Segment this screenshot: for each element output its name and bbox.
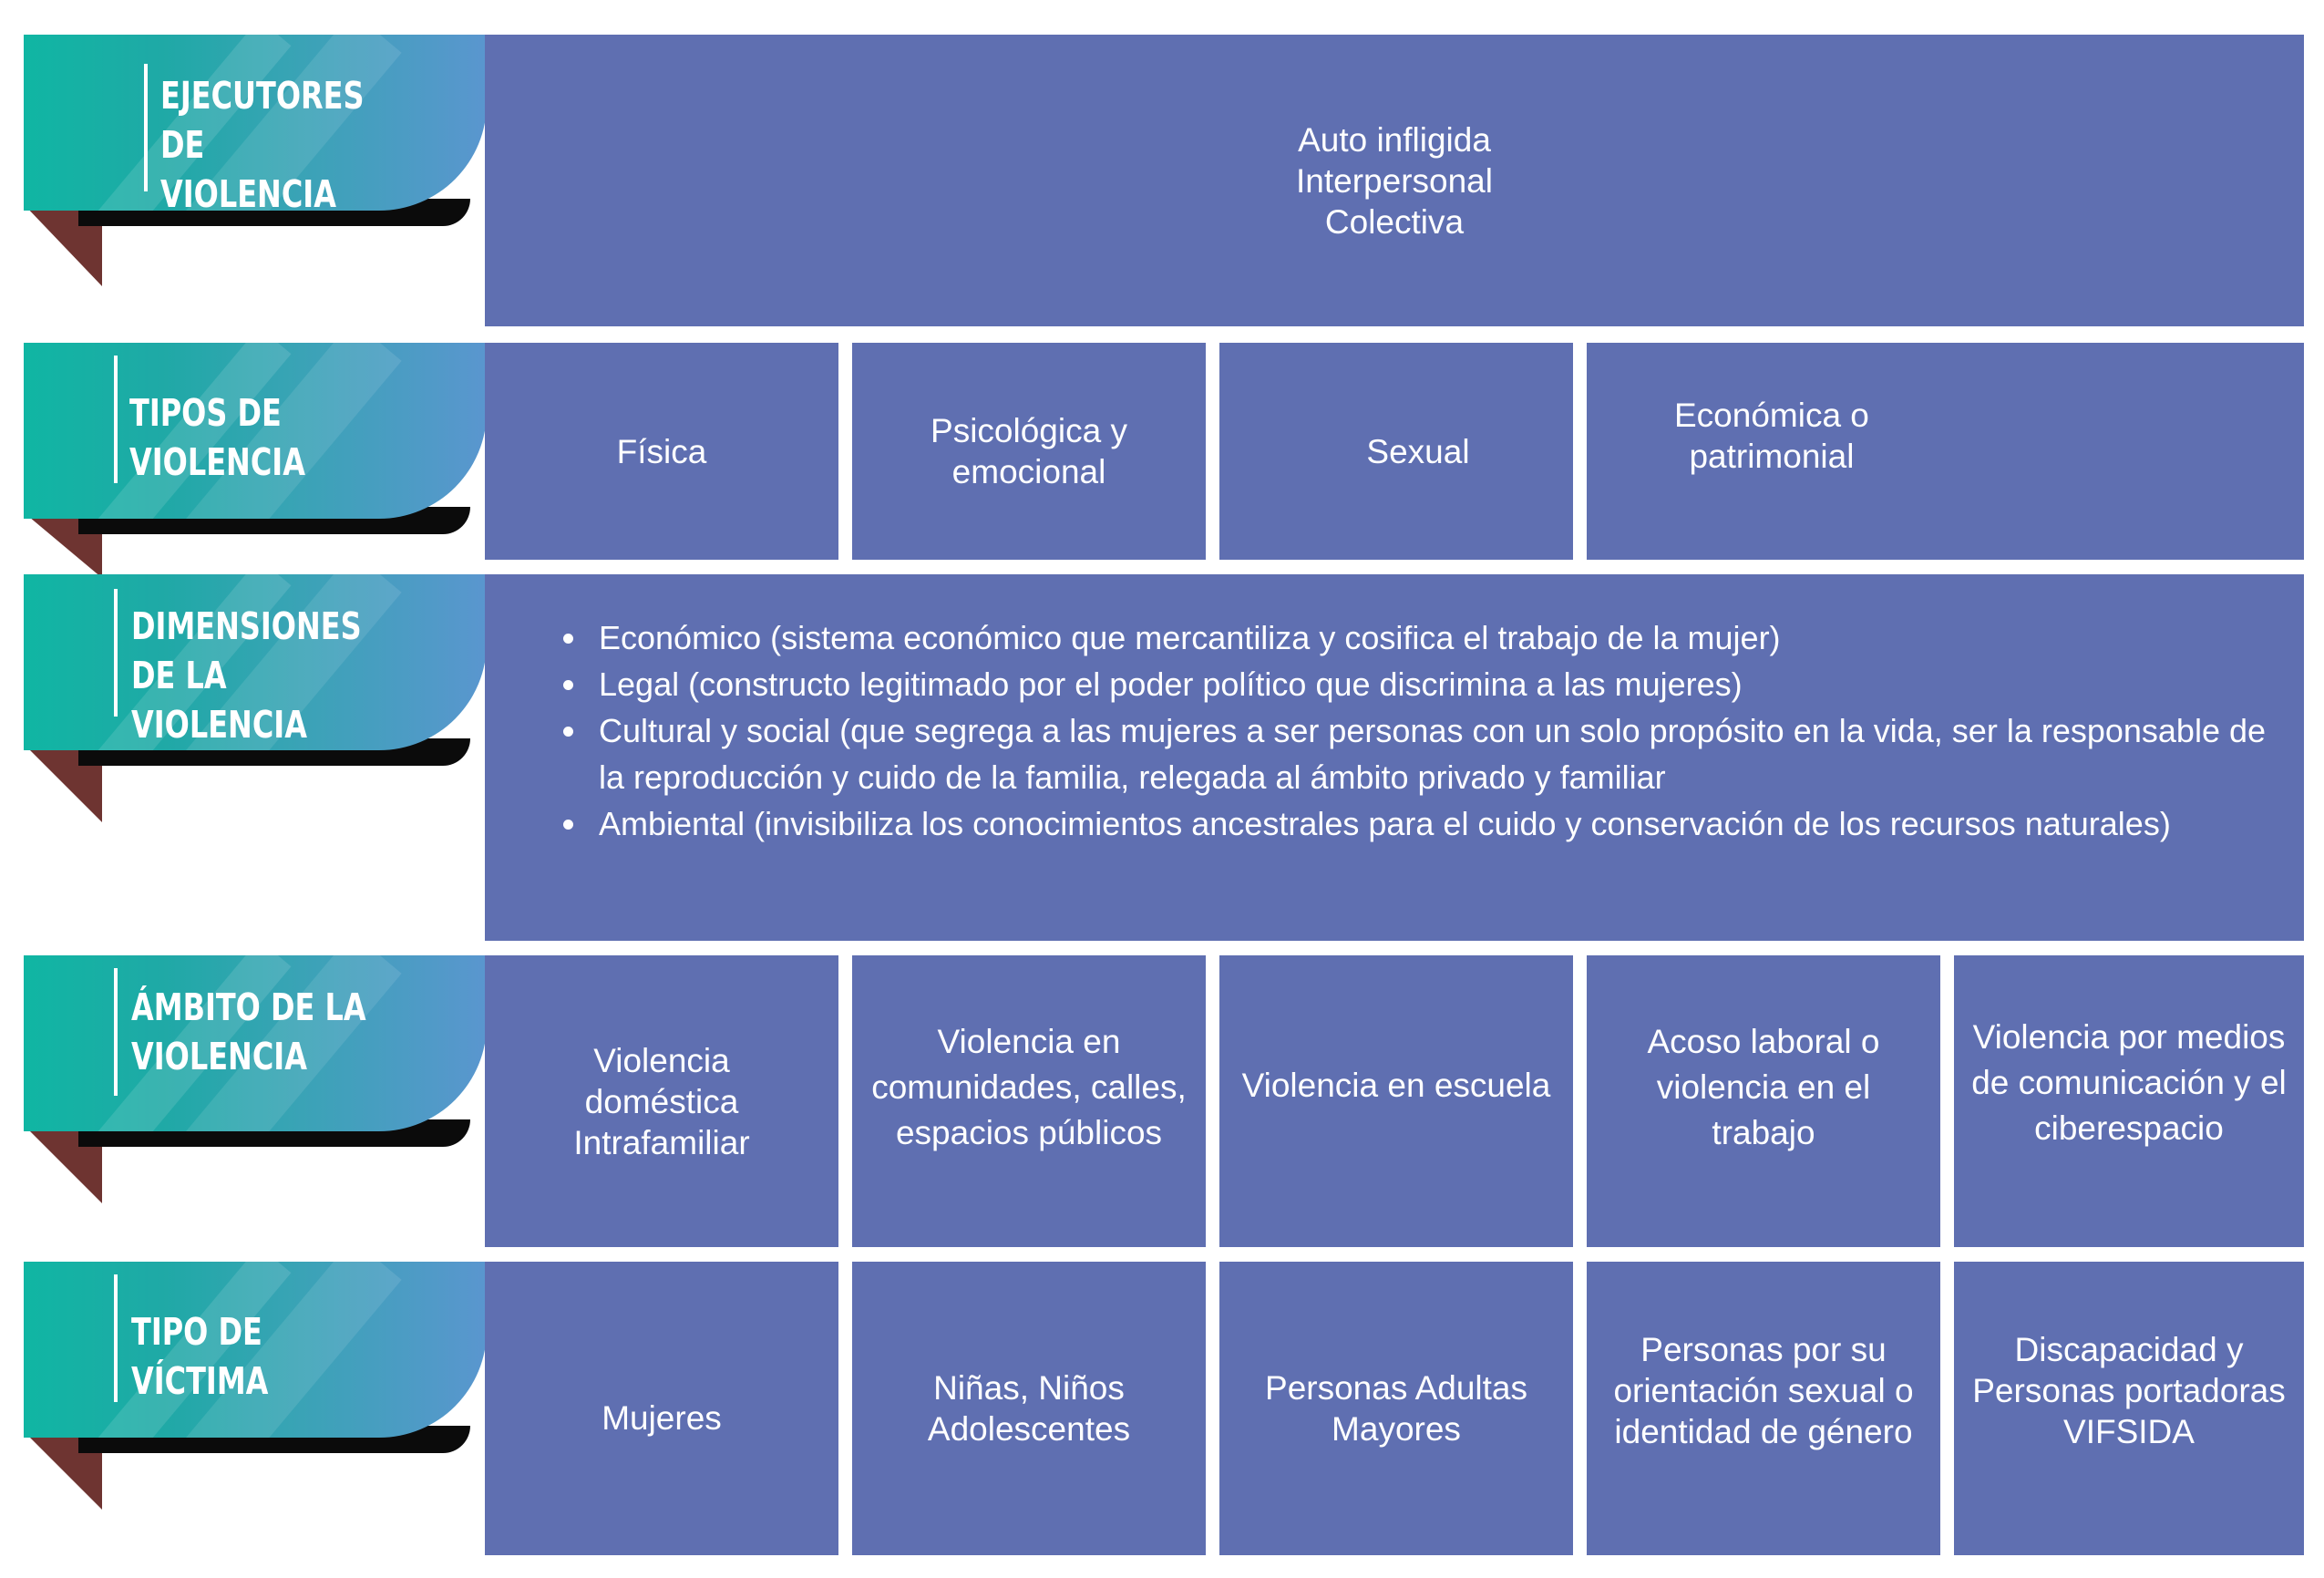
cell-text: Personas Adultas Mayores xyxy=(1265,1369,1527,1448)
ribbon-divider xyxy=(114,356,118,483)
ribbon-band xyxy=(24,574,487,750)
cell-ambito-escuela: Violencia en escuela xyxy=(1219,955,1573,1247)
cell-text: Acoso laboral o violencia en el trabajo xyxy=(1647,1023,1880,1151)
list-item: Legal (constructo legitimado por el pode… xyxy=(590,661,2267,707)
cell-ambito-laboral: Acoso laboral o violencia en el trabajo xyxy=(1587,955,1940,1247)
cell-text: Psicológica y emocional xyxy=(931,412,1127,490)
cell-text: Personas por su orientación sexual o ide… xyxy=(1613,1330,1914,1450)
cell-dimensiones: Económico (sistema económico que mercant… xyxy=(485,574,2304,941)
dimensiones-list: Económico (sistema económico que mercant… xyxy=(485,614,2304,847)
cell-text: Sexual xyxy=(1366,432,1470,470)
row-label: Tipos de Violencia xyxy=(129,391,305,484)
cell-tipo-sexual: Sexual xyxy=(1219,343,1573,560)
cell-ambito-comunidades: Violencia en comunidades, calles, espaci… xyxy=(852,955,1206,1247)
label-ribbon: Ámbito de la Violencia xyxy=(24,955,487,1203)
label-ribbon: Ejecutores de Violencia xyxy=(24,35,487,286)
label-ribbon: Tipos de Violencia xyxy=(24,343,487,578)
row-label: Ámbito de la Violencia xyxy=(131,985,366,1078)
label-ribbon: Dimensiones de la Violencia xyxy=(24,574,487,822)
cell-tipo-fisica: Física xyxy=(485,343,838,560)
list-item: Económico (sistema económico que mercant… xyxy=(590,614,2267,661)
cell-text: Niñas, Niños Adolescentes xyxy=(927,1369,1131,1448)
list-item: Ambiental (invisibiliza los conocimiento… xyxy=(590,800,2267,847)
ribbon-band xyxy=(24,35,487,211)
cell-text: Mujeres xyxy=(602,1398,722,1437)
ribbon-band xyxy=(24,955,487,1131)
cell-tipo-economica: Económica o patrimonial xyxy=(1587,343,2304,560)
list-item: Cultural y social (que segrega a las muj… xyxy=(590,707,2267,800)
cell-text: Económica o patrimonial xyxy=(1674,397,1869,475)
row-ejecutores: Ejecutores de Violencia Auto infligida I… xyxy=(0,35,2324,330)
ribbon-band xyxy=(24,343,487,519)
cell-text: Discapacidad y Personas portadoras VIFSI… xyxy=(1972,1330,2286,1450)
cell-text: Violencia en escuela xyxy=(1241,1066,1551,1104)
cell-text: Física xyxy=(616,432,707,470)
cell-victima-adultas: Personas Adultas Mayores xyxy=(1219,1262,1573,1555)
ribbon-divider xyxy=(144,64,148,191)
cell-text: Violencia por medios de comunicación y e… xyxy=(1971,1018,2287,1147)
cell-victima-mujeres: Mujeres xyxy=(485,1262,838,1555)
cell-text: Violencia en comunidades, calles, espaci… xyxy=(871,1023,1187,1151)
row-ambito: Ámbito de la Violencia Violencia domésti… xyxy=(0,955,2324,1247)
row-label: Dimensiones de la Violencia xyxy=(131,604,362,747)
row-label: Ejecutores de Violencia xyxy=(160,74,365,216)
ribbon-band xyxy=(24,1262,487,1438)
row-victima: Tipo de Víctima Mujeres Niñas, Niños Ado… xyxy=(0,1262,2324,1555)
cell-tipo-psicologica: Psicológica y emocional xyxy=(852,343,1206,560)
cell-victima-discapacidad: Discapacidad y Personas portadoras VIFSI… xyxy=(1954,1262,2304,1555)
label-ribbon: Tipo de Víctima xyxy=(24,1262,487,1510)
ribbon-divider xyxy=(114,589,118,717)
cell-ambito-medios: Violencia por medios de comunicación y e… xyxy=(1954,955,2304,1247)
cell-text: Violencia doméstica Intrafamiliar xyxy=(573,1041,750,1161)
row-label: Tipo de Víctima xyxy=(131,1310,269,1403)
row-dimensiones: Dimensiones de la Violencia Económico (s… xyxy=(0,574,2324,941)
ribbon-divider xyxy=(114,968,118,1096)
ribbon-divider xyxy=(114,1274,118,1402)
row-tipos: Tipos de Violencia Física Psicológica y … xyxy=(0,343,2324,578)
cell-ejecutores: Auto infligida Interpersonal Colectiva xyxy=(485,35,2304,326)
cell-victima-orientacion: Personas por su orientación sexual o ide… xyxy=(1587,1262,1940,1555)
cell-ambito-domestica: Violencia doméstica Intrafamiliar xyxy=(485,955,838,1247)
cell-text: Auto infligida Interpersonal Colectiva xyxy=(1296,120,1493,241)
cell-victima-ninos: Niñas, Niños Adolescentes xyxy=(852,1262,1206,1555)
